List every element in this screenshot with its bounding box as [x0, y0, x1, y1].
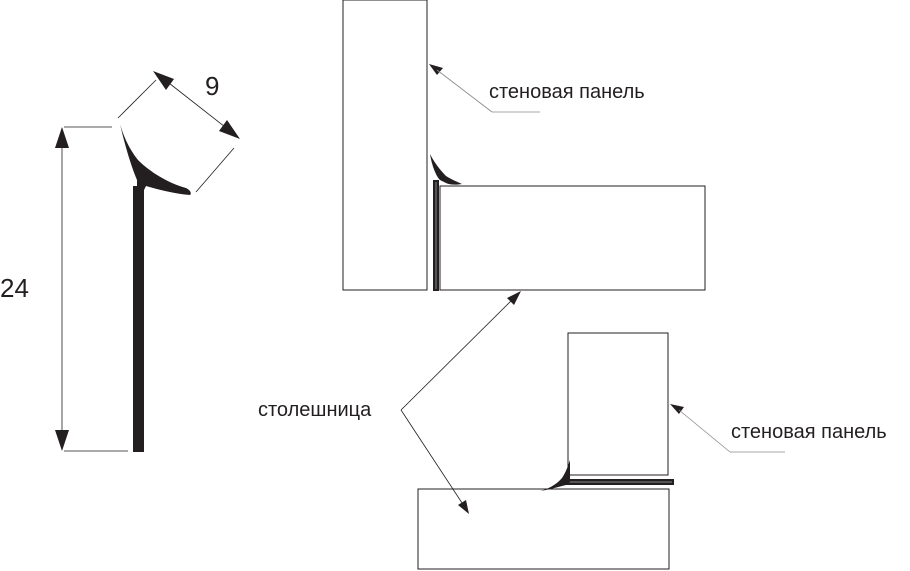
wall-panel-top — [342, 0, 428, 291]
profile-lip — [120, 124, 191, 195]
height-value: 24 — [0, 273, 29, 303]
width-arrow-top — [153, 71, 174, 90]
leader-countertop-arrow-up — [507, 291, 521, 305]
label-wall-panel-bottom: стеновая панель — [731, 421, 887, 443]
countertop-bottom — [417, 488, 670, 570]
profile-installed-top-lip — [430, 154, 462, 185]
profile-installed-top-stem-inset — [435, 182, 437, 289]
leader-wall-panel-bottom: стеновая панель — [670, 404, 887, 453]
assembly-top — [342, 0, 706, 291]
leader-wall-panel-bottom-line — [678, 409, 731, 453]
assembly-bottom — [417, 332, 674, 570]
height-dimension: 24 — [0, 126, 128, 452]
countertop-top — [439, 185, 706, 291]
width-ext-bottom — [195, 147, 235, 193]
width-dim-line — [159, 75, 235, 135]
width-ext-top — [117, 79, 157, 119]
leader-countertop-arrow-down — [458, 500, 469, 514]
leader-wall-panel-top: стеновая панель — [429, 64, 645, 113]
height-arrow-bottom — [55, 430, 69, 451]
leader-countertop: столешница — [258, 291, 521, 514]
profile-installed-bottom-inset — [568, 481, 672, 483]
height-arrow-top — [55, 127, 69, 148]
profile-stem — [133, 186, 144, 452]
label-wall-panel-top: стеновая панель — [489, 81, 645, 103]
label-countertop: столешница — [258, 399, 372, 421]
width-value: 9 — [205, 71, 219, 101]
width-arrow-bottom — [219, 120, 240, 139]
leader-wall-panel-top-arrow — [429, 64, 443, 75]
profile-cross-section — [120, 124, 191, 452]
width-dimension: 9 — [117, 71, 240, 193]
leader-countertop-line-up — [400, 294, 518, 411]
leader-countertop-line-down — [400, 409, 467, 510]
profile-installed-bottom-lip — [540, 460, 570, 491]
wall-panel-bottom — [567, 332, 669, 476]
leader-wall-panel-top-line — [436, 69, 493, 113]
